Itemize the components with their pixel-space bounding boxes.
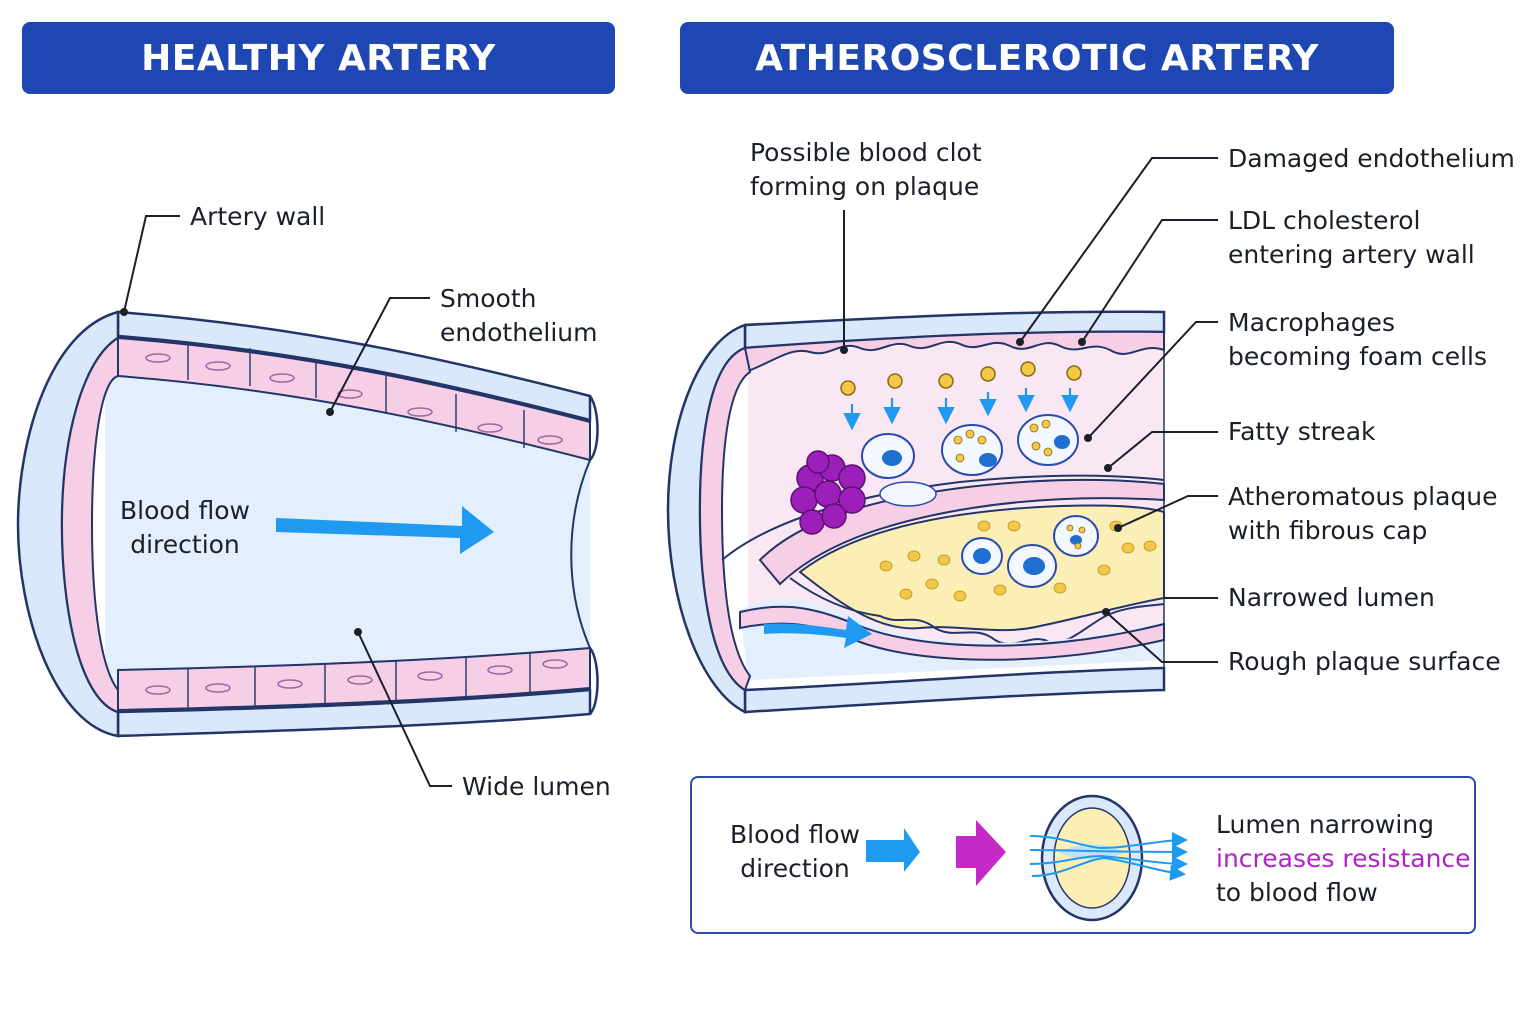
- inset-blood-flow-label: Blood flow direction: [730, 820, 860, 883]
- resistance-inset-box: [690, 776, 1476, 934]
- inset-line-1: Lumen narrowing: [1216, 810, 1434, 839]
- healthy-blood-flow-label: Blood flow direction: [120, 496, 250, 559]
- fatty-streak-label: Fatty streak: [1228, 417, 1376, 446]
- macrophages-label: Macrophages becoming foam cells: [1228, 308, 1488, 371]
- healthy-artery-illustration: [16, 215, 599, 787]
- wide-lumen-label: Wide lumen: [462, 772, 611, 801]
- blood-clot-label: Possible blood clot forming on plaque: [750, 138, 982, 201]
- damaged-endothelium-label: Damaged endothelium: [1228, 144, 1515, 173]
- atherosclerotic-artery-title: ATHEROSCLEROTIC ARTERY: [755, 37, 1319, 79]
- inset-highlight: increases resistance: [1216, 844, 1471, 873]
- healthy-artery-header: HEALTHY ARTERY: [22, 22, 615, 94]
- narrowed-lumen-label: Narrowed lumen: [1228, 583, 1435, 612]
- ldl-cholesterol-label: LDL cholesterol entering artery wall: [1228, 206, 1475, 269]
- healthy-artery-title: HEALTHY ARTERY: [141, 37, 496, 79]
- inset-line-3: to blood flow: [1216, 878, 1378, 907]
- inset-illustration: [866, 794, 1188, 922]
- atheromatous-plaque-label: Atheromatous plaque with fibrous cap: [1228, 482, 1498, 545]
- atherosclerotic-artery-header: ATHEROSCLEROTIC ARTERY: [680, 22, 1394, 94]
- artery-wall-label: Artery wall: [190, 202, 326, 231]
- rough-plaque-surface-label: Rough plaque surface: [1228, 647, 1501, 676]
- inset-explanation: Lumen narrowing increases resistance to …: [1216, 808, 1471, 910]
- smooth-endothelium-label: Smooth endothelium: [440, 284, 598, 347]
- atherosclerotic-artery-illustration: [666, 157, 1218, 715]
